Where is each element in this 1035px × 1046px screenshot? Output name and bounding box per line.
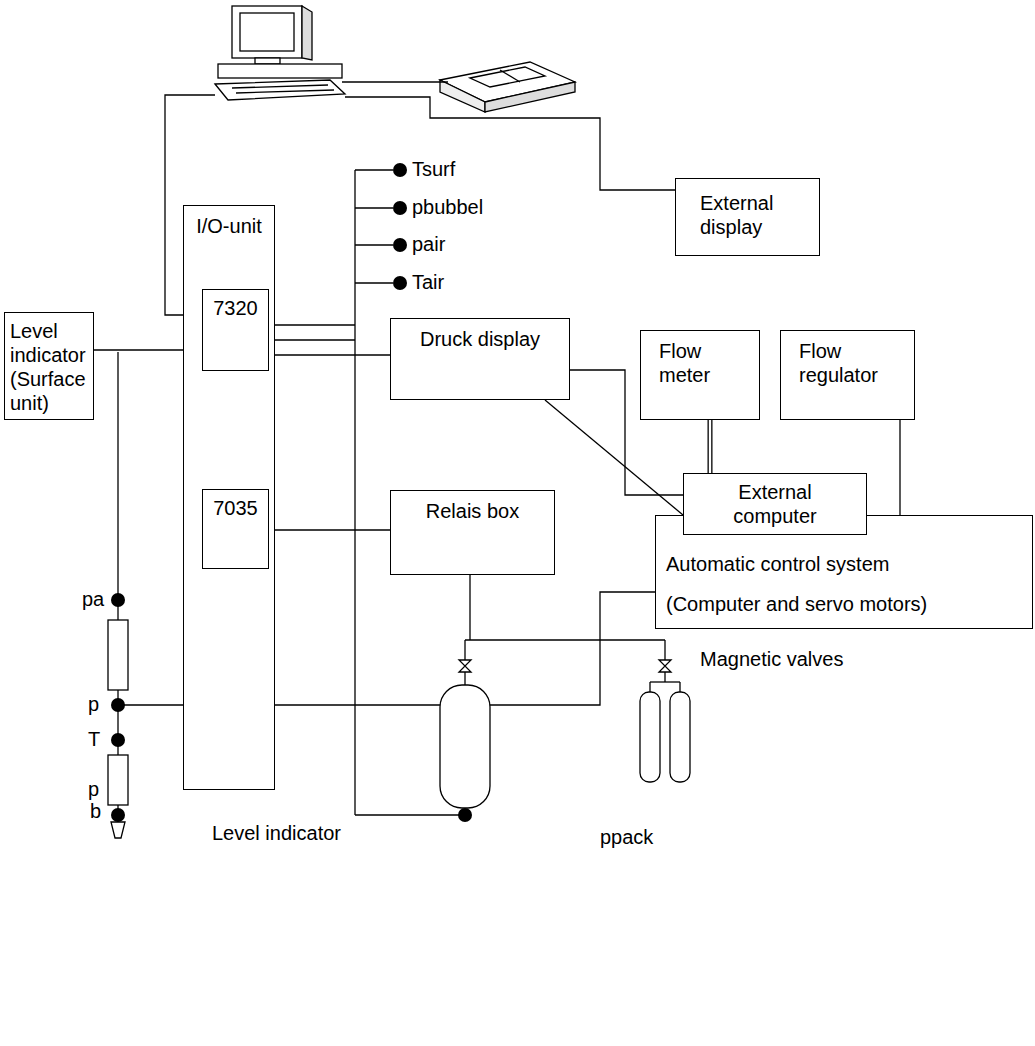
process-box: I/O-unit 7320 7035 <box>183 205 275 790</box>
signal-label: Tair <box>412 271 444 293</box>
computer-icon <box>215 6 345 100</box>
box-label: Automatic control system (Computer and s… <box>666 544 956 624</box>
process-box: Flow meter <box>640 330 760 420</box>
connector <box>269 529 390 530</box>
box-label: Relais box <box>397 499 548 523</box>
process-box: Relais box <box>390 490 555 575</box>
box-label: External computer <box>714 480 836 528</box>
box-label: Flow regulator <box>799 339 898 387</box>
box-label: 7035 <box>205 496 266 520</box>
process-box: External display <box>675 178 820 256</box>
valve-wire <box>465 575 680 692</box>
process-box: Flow regulator <box>780 330 915 420</box>
signal-label: p <box>88 693 99 715</box>
gas-tank <box>440 685 690 808</box>
connector <box>899 420 900 515</box>
double-line-core <box>709 420 711 473</box>
signal-label: pa <box>82 588 104 610</box>
process-box: 7320 <box>202 289 269 371</box>
box-label: External display <box>700 191 799 239</box>
signal-label: pair <box>412 233 445 255</box>
signal-label: T <box>88 728 100 750</box>
signal-label: b <box>90 800 101 822</box>
printer-icon <box>440 62 575 112</box>
connector <box>269 354 390 355</box>
box-label: I/O-unit <box>188 214 270 238</box>
process-box: External computer <box>683 473 867 535</box>
signal-label: ppack <box>600 826 653 848</box>
signal-label: Level indicator <box>212 822 341 844</box>
signal-label: p <box>88 778 99 800</box>
magnetic-valve <box>459 660 671 672</box>
process-box: Druck display <box>390 318 570 400</box>
signal-label: pbubbel <box>412 196 483 218</box>
connector <box>708 420 713 473</box>
process-box: Level indicator (Surface unit) <box>4 312 94 420</box>
box-label: Druck display <box>397 327 563 351</box>
box-label: 7320 <box>205 296 266 320</box>
box-label: Flow meter <box>659 339 725 387</box>
signal-label: Magnetic valves <box>700 648 843 670</box>
box-label: Level indicator (Surface unit) <box>10 319 89 415</box>
process-box: 7035 <box>202 489 269 569</box>
signal-label: Tsurf <box>412 158 455 180</box>
